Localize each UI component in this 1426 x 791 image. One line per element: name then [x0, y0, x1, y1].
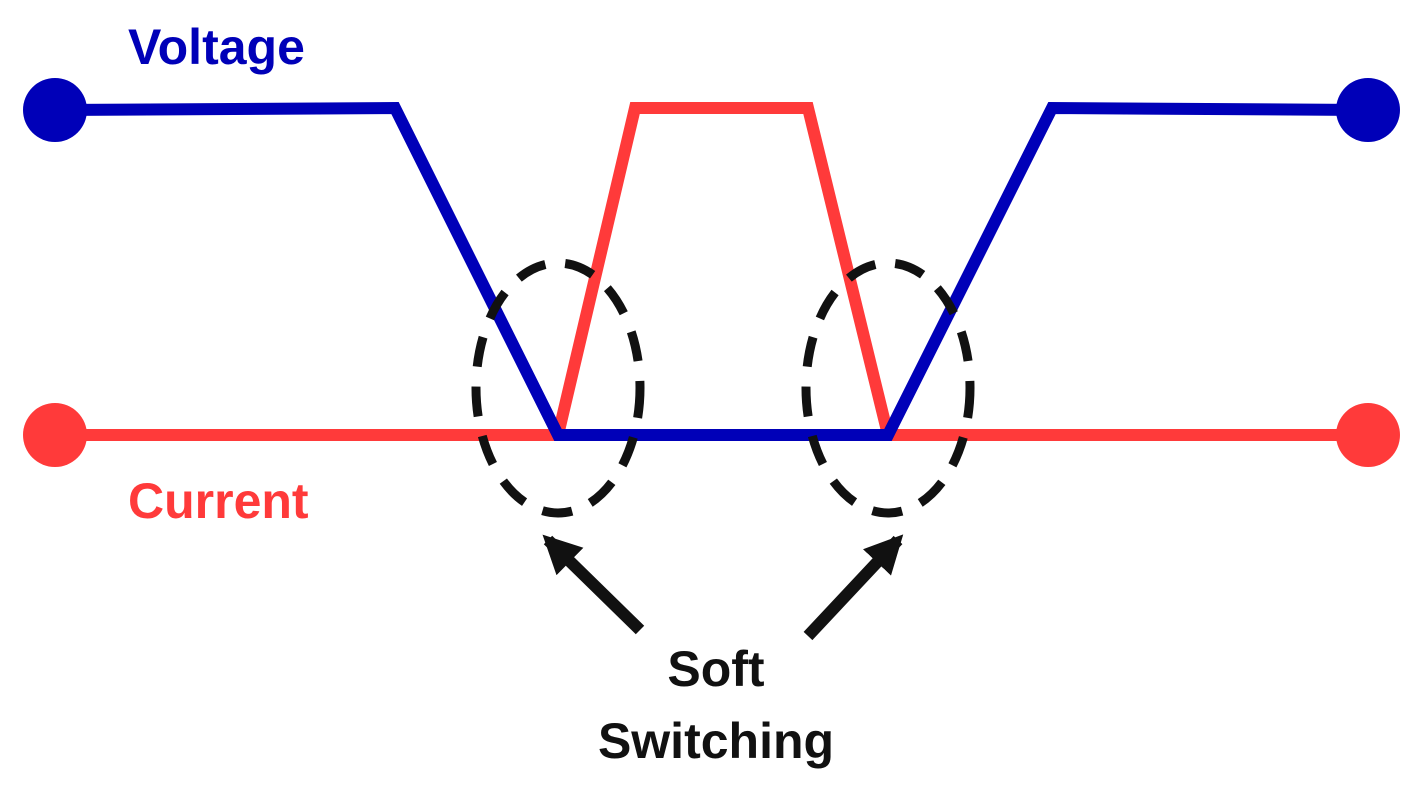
current-label: Current	[128, 473, 309, 529]
arrow-to-left-zone	[542, 534, 645, 635]
current-waveform	[23, 102, 1400, 467]
current-pulse	[552, 102, 894, 437]
caption-line-2: Switching	[598, 713, 834, 769]
voltage-label: Voltage	[128, 19, 305, 75]
soft-switching-zone-left	[471, 258, 645, 518]
voltage-trace	[54, 101, 1369, 441]
arrow-to-right-zone	[803, 534, 904, 641]
current-start-terminal	[23, 403, 87, 467]
caption-line-1: Soft	[667, 641, 765, 697]
voltage-waveform	[23, 78, 1400, 441]
current-end-terminal	[1336, 403, 1400, 467]
voltage-end-terminal	[1336, 78, 1400, 142]
voltage-start-terminal	[23, 78, 87, 142]
soft-switching-zone-right	[801, 258, 975, 518]
